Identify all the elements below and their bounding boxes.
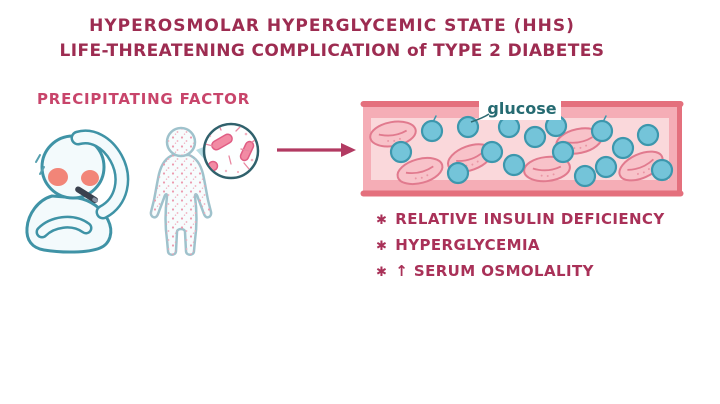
vessel-wall-bottom [363, 180, 679, 192]
section-label: PRECIPITATING FACTOR [37, 90, 251, 108]
glucose-molecule [573, 164, 597, 188]
glucose-molecule [636, 123, 660, 147]
red-blood-cell [396, 156, 444, 186]
glucose-molecule [590, 119, 614, 143]
glucose-label-group: glucose [470, 95, 561, 123]
sick-person-illustration [25, 129, 130, 254]
glucose-label-backing [479, 95, 561, 120]
infected-person-illustration [149, 122, 260, 256]
sick-person-raised-arm [70, 129, 130, 220]
asterisk-bullet-icon: ✱ [376, 264, 388, 280]
right-arrow-icon [277, 143, 356, 157]
infected-person-body [149, 126, 213, 256]
rash-dots [150, 155, 212, 255]
glucose-label: glucose [487, 99, 556, 118]
glucose-molecule [389, 140, 413, 164]
bacteria-icon [205, 125, 257, 174]
list-item: ✱ ↑ SERUM OSMOLALITY [376, 258, 665, 284]
asterisk-bullet-icon: ✱ [376, 212, 388, 228]
glucose-molecule [523, 125, 547, 149]
glucose-molecule [502, 153, 526, 177]
findings-list: ✱ RELATIVE INSULIN DEFICIENCY ✱ HYPERGLY… [376, 206, 665, 284]
asterisk-bullet-icon: ✱ [376, 238, 388, 254]
glucose-molecule [480, 140, 504, 164]
glucose-connector-line [470, 113, 490, 123]
glucose-molecule [650, 158, 674, 182]
sick-person-lower-arm [35, 215, 93, 239]
glucose-molecule [594, 155, 618, 179]
page-title-line1: HYPEROSMOLAR HYPERGLYCEMIC STATE (HHS) [89, 16, 575, 36]
page-title-line2: LIFE-THREATENING COMPLICATION of TYPE 2 … [59, 41, 605, 61]
finding-text: ↑ SERUM OSMOLALITY [395, 262, 594, 280]
thermometer-icon [75, 186, 99, 204]
page-title: HYPEROSMOLAR HYPERGLYCEMIC STATE (HHS) L… [0, 16, 664, 61]
glucose-molecule [446, 161, 470, 185]
finding-text: HYPERGLYCEMIA [395, 236, 540, 254]
glucose-molecule [551, 140, 575, 164]
glucose-molecule [420, 119, 444, 143]
fever-cheeks [48, 168, 99, 186]
list-item: ✱ RELATIVE INSULIN DEFICIENCY [376, 206, 665, 232]
red-blood-cell [523, 155, 571, 183]
list-item: ✱ HYPERGLYCEMIA [376, 232, 665, 258]
glucose-molecule [611, 136, 635, 160]
finding-text: RELATIVE INSULIN DEFICIENCY [395, 210, 665, 228]
blood-vessel-illustration: glucose [360, 95, 684, 197]
vessel-wall-bottom-line [360, 190, 684, 197]
shiver-marks-icon [35, 154, 45, 175]
glucose-molecules [389, 114, 674, 188]
